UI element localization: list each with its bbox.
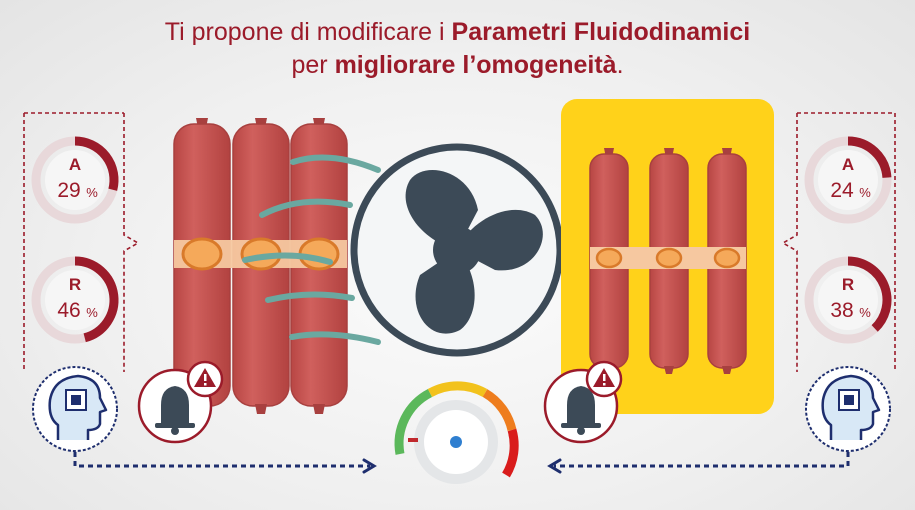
fan-icon <box>350 143 564 357</box>
gauge-progress-arc <box>847 136 892 179</box>
gauge-center <box>45 150 105 210</box>
air-stream <box>242 252 333 265</box>
gauge-progress-arc <box>74 136 119 191</box>
left-metric-a-unit: % <box>86 185 98 200</box>
gauge-center <box>818 270 878 330</box>
salami-slice <box>595 247 623 269</box>
right-panel-dashed-border <box>781 112 896 372</box>
headline-line-1: Ti propone di modificare i Parametri Flu… <box>0 16 915 49</box>
air-stream <box>265 291 355 303</box>
gauge-progress-arc <box>847 256 892 332</box>
bell-icon <box>155 386 195 435</box>
headline: Ti propone di modificare i Parametri Flu… <box>0 16 915 82</box>
headline-line-1-text: Ti propone di modificare i <box>164 18 452 46</box>
right-metric-r-unit: % <box>859 305 871 320</box>
right-ai-head-icon <box>805 366 891 452</box>
left-alarm-badge <box>137 360 224 444</box>
gauge-center <box>818 150 878 210</box>
headline-line-2-end: . <box>616 51 624 79</box>
gauge-progress-arc <box>74 256 119 343</box>
right-metric-a-unit: % <box>859 185 871 200</box>
warning-icon <box>585 360 623 398</box>
left-metric-a-gauge: A 29 % <box>31 136 119 224</box>
right-metrics-panel: A 24 % R 38 % <box>781 112 896 372</box>
left-metrics-panel: A 29 % R 46 % <box>23 112 140 372</box>
headline-line-2-text: per <box>291 51 335 79</box>
left-flow-arrow <box>73 452 377 474</box>
air-stream <box>289 331 381 345</box>
left-metric-r-value: 46 <box>57 299 80 322</box>
salami-slice <box>713 247 741 269</box>
air-stream <box>290 154 381 173</box>
headline-line-2: per migliorare l’omogeneità. <box>0 49 915 82</box>
left-ai-head-icon <box>32 366 118 452</box>
right-metric-a-value: 24 <box>830 179 854 202</box>
left-metric-r-gauge: R 46 % <box>31 256 119 344</box>
bell-icon <box>561 386 601 435</box>
right-metric-r-label: R <box>842 275 854 294</box>
headline-line-2-bold: migliorare l’omogeneità <box>334 51 617 79</box>
right-salami-group <box>589 148 747 374</box>
left-metric-r-label: R <box>69 275 81 294</box>
gauge-center <box>45 270 105 330</box>
headline-line-1-bold: Parametri Fluidodinamici <box>451 18 751 46</box>
right-metric-r-value: 38 <box>830 299 853 322</box>
left-metric-a-value: 29 <box>57 179 80 202</box>
salami-slice <box>655 247 683 269</box>
right-metric-a-label: A <box>842 155 854 174</box>
left-metric-a-label: A <box>69 155 81 174</box>
right-metric-a-gauge: A 24 % <box>804 136 892 224</box>
air-stream <box>259 198 353 218</box>
dial-gauge-icon <box>394 381 519 484</box>
right-metric-r-gauge: R 38 % <box>804 256 892 344</box>
left-panel-dashed-border <box>23 112 140 372</box>
salami-slice <box>181 237 223 271</box>
right-flow-arrow <box>547 452 850 474</box>
airflow-lines <box>242 154 381 345</box>
warning-icon <box>186 360 224 398</box>
right-alarm-badge <box>543 360 623 444</box>
left-metric-r-unit: % <box>86 305 98 320</box>
